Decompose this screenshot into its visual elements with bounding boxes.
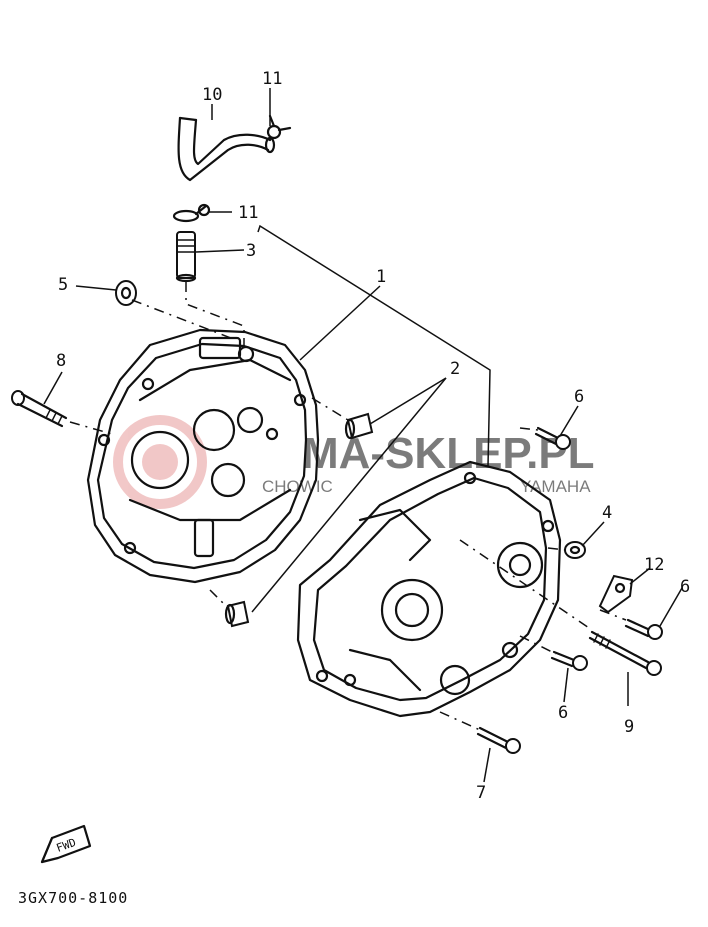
washer-part (115, 280, 137, 306)
crankcase-left-part (86, 328, 320, 584)
bolt-6-right-part (624, 618, 663, 640)
callout-labels: 10 11 11 3 1 2 5 8 6 4 12 6 9 6 7 (56, 69, 690, 803)
forward-arrow-icon: FWD (40, 824, 92, 864)
washer-right-part (564, 541, 586, 559)
bolt-9-part (588, 630, 662, 676)
dowel-pin-upper-part (344, 412, 374, 440)
callout-11-upper: 11 (262, 69, 282, 89)
fwd-label: FWD (55, 836, 78, 855)
watermark-logo-icon (113, 415, 207, 509)
callout-10: 10 (202, 85, 222, 105)
bolt-6-upper-part (534, 426, 571, 450)
callout-4: 4 (602, 503, 612, 523)
callout-6-right: 6 (680, 577, 690, 597)
callout-6-upper: 6 (574, 387, 584, 407)
breather-hose-part (177, 116, 276, 182)
callout-9: 9 (624, 717, 634, 737)
assembly-lines (69, 282, 627, 731)
callout-5: 5 (58, 275, 68, 295)
drawing-code: 3GX700-8100 (18, 889, 128, 907)
callout-8: 8 (56, 351, 66, 371)
hose-clip-lower-part (172, 203, 211, 223)
callout-11-lower: 11 (238, 203, 258, 223)
plate-part (598, 574, 634, 614)
dowel-pin-lower-part (224, 600, 250, 628)
callout-1: 1 (376, 267, 386, 287)
crankcase-right-part (296, 460, 562, 718)
hose-clip-upper-part (266, 114, 292, 140)
breather-pipe-part (175, 231, 197, 283)
callout-12: 12 (644, 555, 664, 575)
callout-2: 2 (450, 359, 460, 379)
bolt-6-lower-part (550, 650, 588, 671)
callout-6-lower: 6 (558, 703, 568, 723)
bolt-7-part (476, 726, 521, 754)
callout-7: 7 (476, 783, 486, 803)
bolt-8-part (11, 390, 68, 428)
callout-3: 3 (246, 241, 256, 261)
watermark-logo-center-icon (142, 444, 178, 480)
leader-lines (43, 88, 683, 783)
